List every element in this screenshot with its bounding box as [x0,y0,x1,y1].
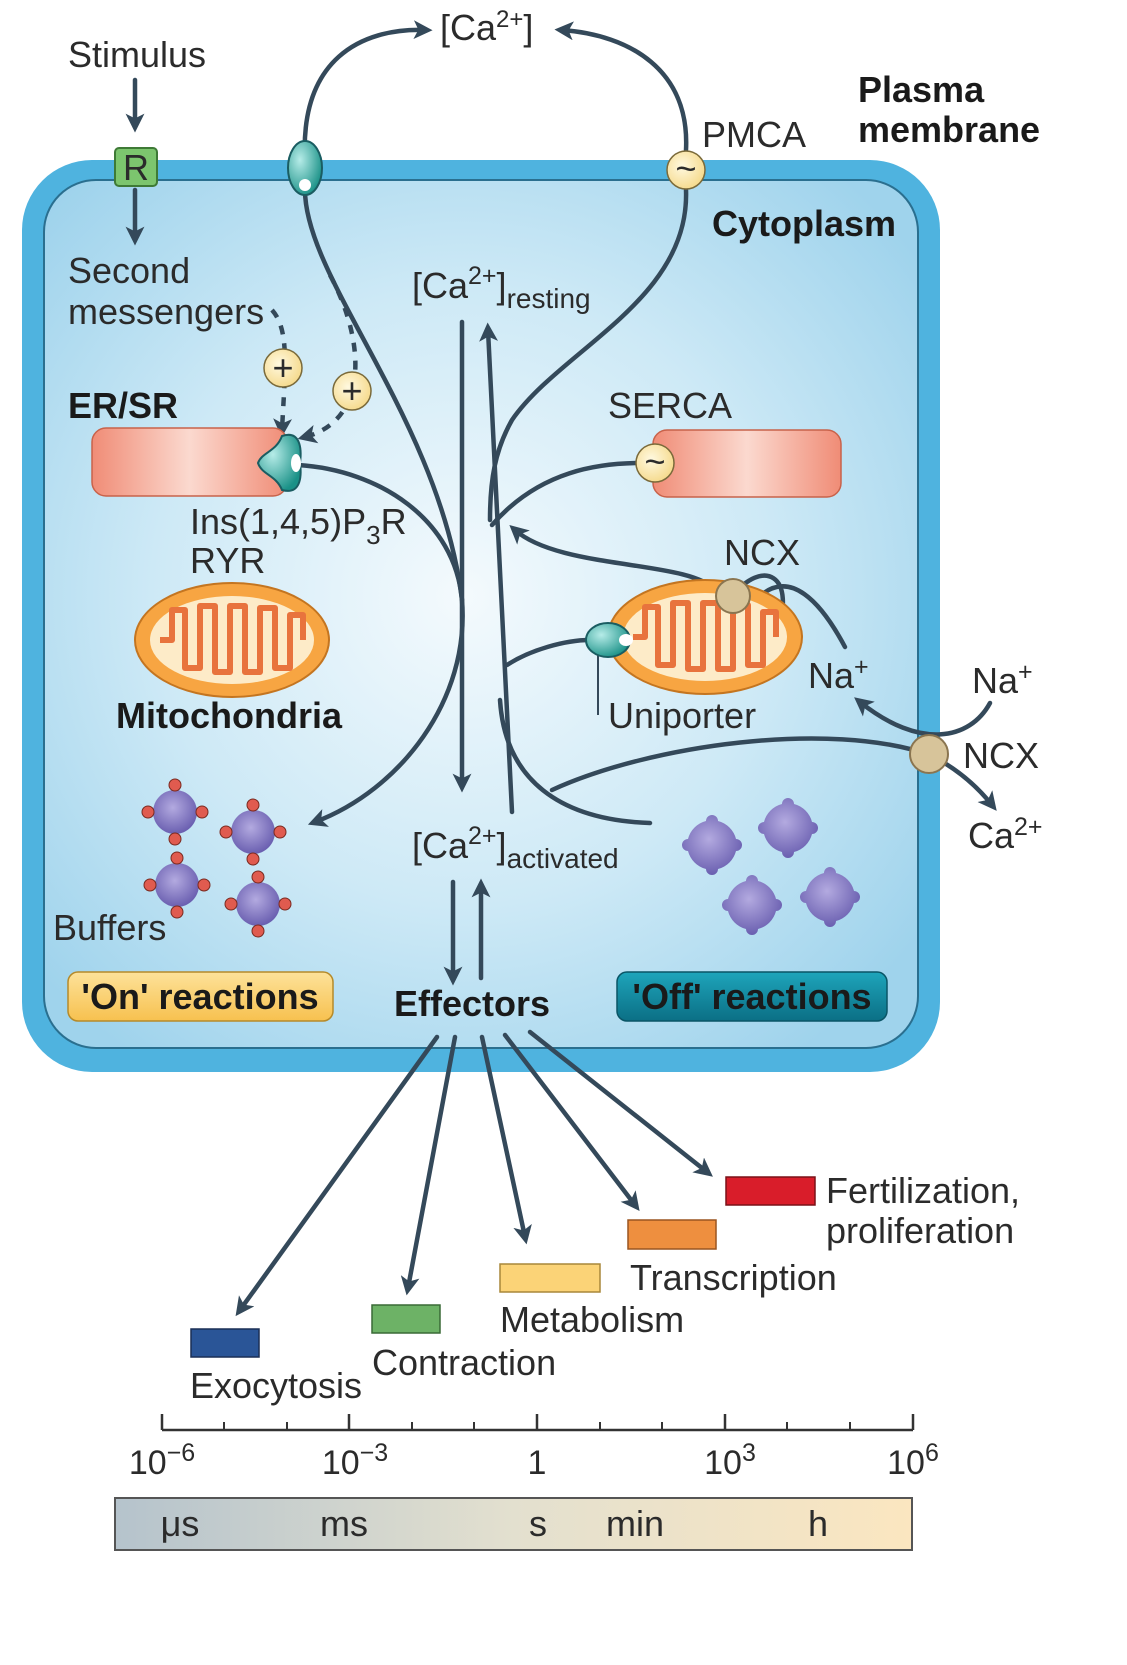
exocytosis-label: Exocytosis [190,1365,362,1406]
buffer-bound-1 [141,778,209,846]
off-reaction-line [497,697,653,826]
plus-badge-1: + [263,347,303,388]
top-ca-label: [Ca2+] [440,6,533,48]
cytoplasm-label: Cytoplasm [712,203,896,244]
unit-us: μs [161,1503,200,1544]
uniporter-label: Uniporter [608,695,756,736]
buffer-bound-3 [143,851,211,919]
buffers-label: Buffers [53,907,166,948]
receptor-label: R [123,147,149,188]
unit-h: h [808,1503,828,1544]
pmca-label: PMCA [702,114,806,155]
timescale-axis [160,1414,915,1432]
effectors-label: Effectors [394,983,550,1024]
tick-label-1e-6: 10−6 [129,1439,195,1482]
time-unit-bar [114,1497,913,1551]
ins-p3r-label: Ins(1,4,5)P3R [190,501,407,550]
fertilization-bar [725,1176,816,1206]
plasma-membrane-label: Plasma membrane [858,69,1040,150]
uniporter-channel [585,622,633,658]
ncx-membrane-exchanger [909,734,949,774]
buffer-free-3 [722,875,782,935]
unit-s: s [529,1503,547,1544]
buffer-bound-2 [219,798,287,866]
uniporter-line [504,637,593,668]
contraction-bar [371,1304,441,1334]
effector-to-fertilization [527,1029,713,1177]
buffer-bound-4 [224,870,292,938]
second-messenger-dashed-2 [297,273,358,444]
effector-to-transcription [502,1032,640,1212]
mitochondrion-left [134,582,330,698]
effector-to-contraction [400,1034,458,1296]
exocytosis-bar [190,1328,260,1358]
ca-resting-label: [Ca2+]resting [412,262,591,314]
mitochondrion-right [607,579,803,695]
serca-tilde: ~ [644,441,665,482]
receptor: R [114,147,158,188]
tick-label-1e-3: 10−3 [322,1439,388,1482]
unit-min: min [606,1503,664,1544]
effector-to-exocytosis [235,1034,440,1317]
ca-activated-label: [Ca2+]activated [412,822,619,874]
ins-p3-receptor-channel [256,433,302,492]
buffer-bound-group [141,778,292,938]
tick-label-1: 1 [528,1444,547,1482]
buffer-free-4 [800,867,860,927]
up-arrow-activated-to-resting [479,322,515,815]
contraction-label: Contraction [372,1342,556,1383]
plus-badge-2: + [332,370,372,411]
na-influx-line [854,697,993,737]
off-reactions-box [616,971,888,1022]
serca-uptake-line [489,460,645,528]
transcription-bar [627,1219,717,1250]
er-sr-label: ER/SR [68,385,178,426]
tick-label-1e6: 106 [887,1439,939,1482]
tick-label-1e3: 103 [704,1439,756,1482]
ca-influx-line [302,20,433,163]
off-reactions-label: 'Off' reactions [632,976,871,1017]
on-reactions-label: 'On' reactions [81,976,318,1017]
ncx-membrane-label: NCX [963,735,1039,776]
buffer-free-group [682,798,860,935]
buffer-free-2 [758,798,818,858]
ryr-label: RYR [190,540,265,581]
mitochondria-label: Mitochondria [116,695,343,736]
pmca-tilde: ~ [675,148,696,189]
er-release-line [295,462,465,827]
ca-outer-label: Ca2+ [968,813,1043,856]
er-sr-right [652,429,842,498]
serca-pump: ~ [635,441,675,483]
na-outer-label: Na+ [972,658,1033,701]
unit-ms: ms [320,1503,368,1544]
fertilization-label: Fertilization, proliferation [826,1170,1030,1251]
plasma-membrane-channel [287,140,323,196]
ncx-mito-exchanger [715,578,751,614]
ncx-mito-label: NCX [724,532,800,573]
on-reactions-box [67,971,334,1022]
stimulus-label: Stimulus [68,34,206,75]
metabolism-bar [499,1263,601,1293]
ca-efflux-line [549,736,997,811]
buffer-free-1 [682,815,742,875]
serca-label: SERCA [608,385,732,426]
pmca-efflux-line [554,21,689,153]
na-inner-label: Na+ [808,653,869,696]
effector-to-metabolism [479,1034,532,1245]
plus-symbol-2: + [341,370,362,411]
second-messengers-label: Second messengers [68,250,264,332]
channel-influx-line [302,187,465,603]
metabolism-label: Metabolism [500,1299,684,1340]
transcription-label: Transcription [630,1257,837,1298]
mito-na-line [757,584,848,650]
pmca-pump: ~ [666,148,706,190]
plus-symbol-1: + [272,347,293,388]
